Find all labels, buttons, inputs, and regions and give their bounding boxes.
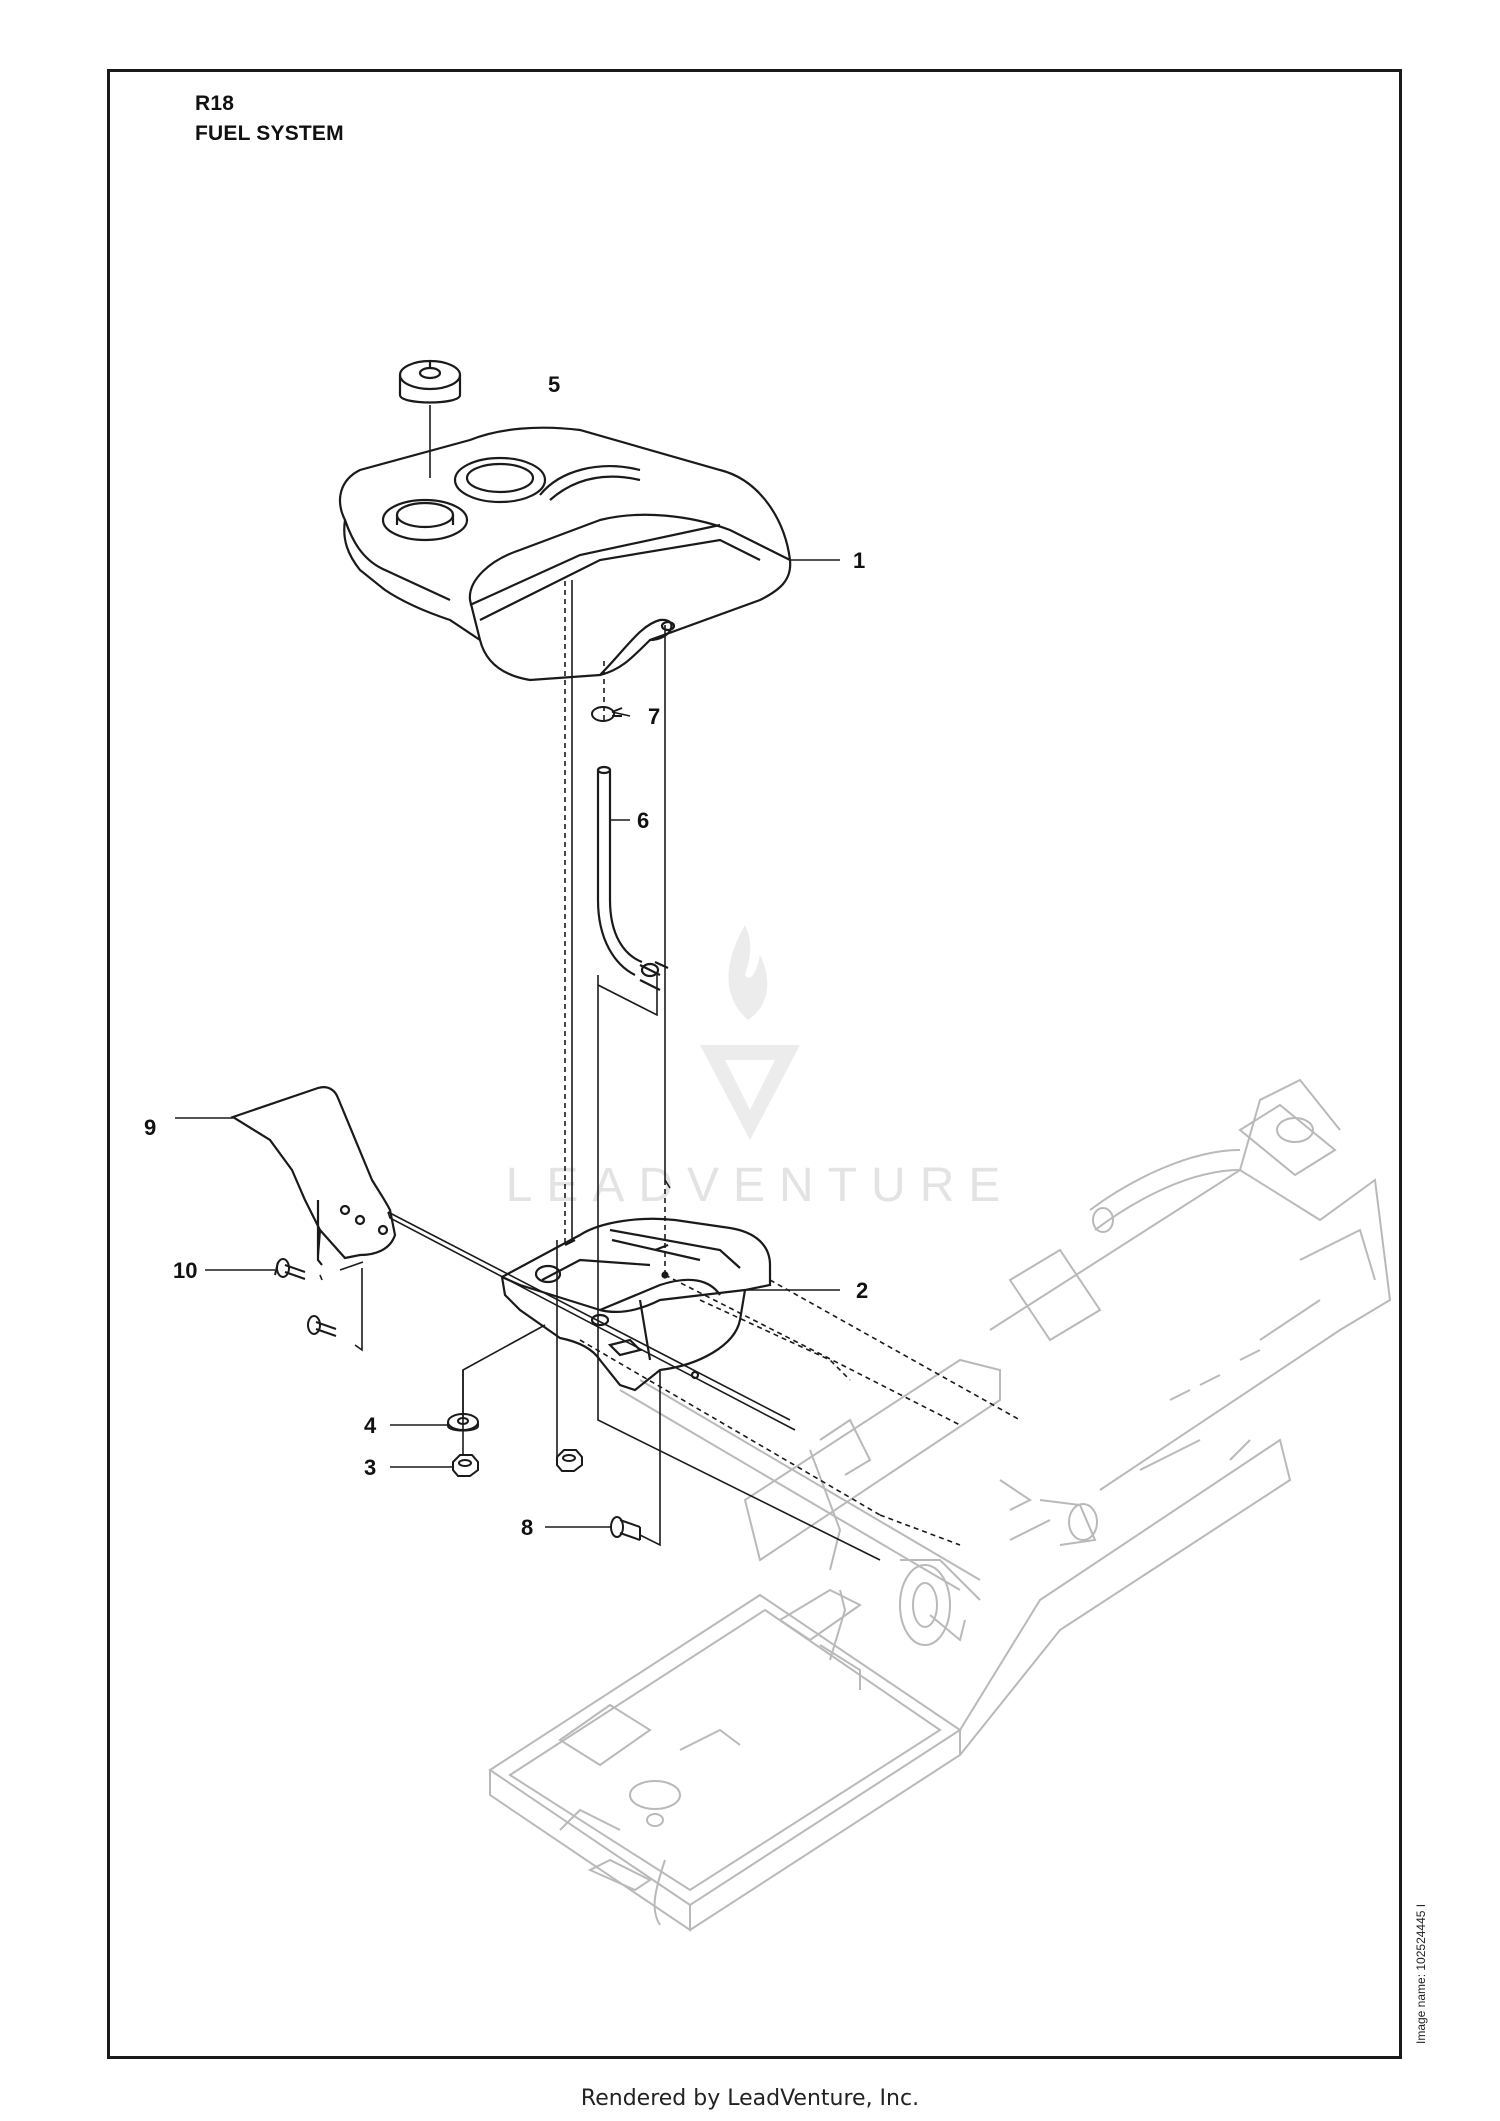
diagram-frame	[107, 69, 1402, 2059]
image-name-label: Image name: 102524445 I	[1414, 1903, 1428, 2044]
callout-10: 10	[173, 1258, 197, 1283]
footer-credit: Rendered by LeadVenture, Inc.	[580, 2086, 920, 2111]
callout-2: 2	[856, 1278, 868, 1303]
callout-1: 1	[853, 548, 865, 573]
callout-6: 6	[637, 808, 649, 833]
hose-clamp	[591, 706, 623, 722]
diagram-title: FUEL SYSTEM	[195, 122, 344, 145]
nut-support	[556, 1449, 583, 1472]
callout-9: 9	[144, 1115, 156, 1140]
exploded-view-guides	[319, 405, 1021, 1561]
fuel-tank	[338, 426, 792, 682]
fuel-cap	[398, 359, 462, 404]
leader-lines	[175, 559, 840, 1528]
nut-3	[452, 1454, 479, 1477]
chassis-frame	[488, 1078, 1392, 1932]
fuel-hose	[596, 765, 669, 991]
screw-8	[610, 1516, 641, 1541]
bracket	[230, 1086, 397, 1266]
watermark-logo	[700, 925, 800, 1140]
watermark-text: LEADVENTURE	[505, 1159, 1015, 1212]
tank-support	[500, 1217, 772, 1392]
diagram-code: R18	[195, 92, 235, 115]
callout-4: 4	[364, 1413, 377, 1438]
callout-5: 5	[548, 372, 560, 397]
callout-3: 3	[364, 1455, 376, 1480]
callout-8: 8	[521, 1515, 533, 1540]
screw-10	[274, 1258, 337, 1337]
callout-7: 7	[648, 704, 660, 729]
